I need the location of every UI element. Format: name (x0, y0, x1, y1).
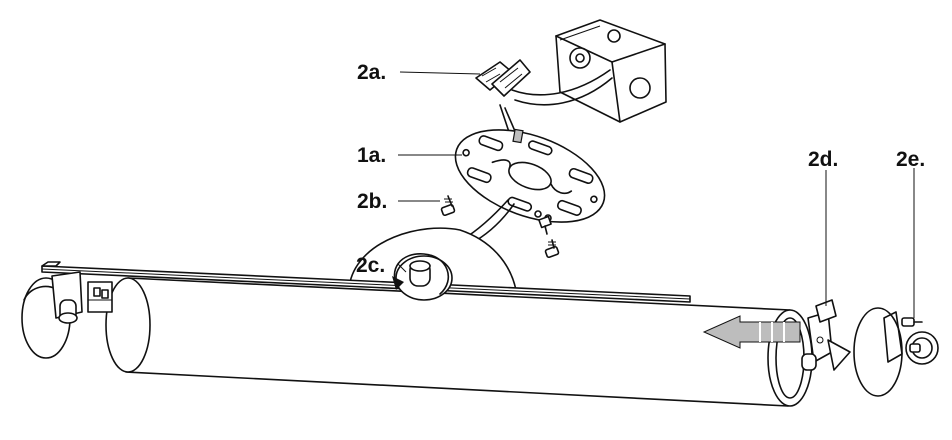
plate-screw-top (512, 128, 524, 144)
wire-connectors (475, 59, 531, 97)
label-2e: 2e. (896, 148, 925, 171)
label-2d: 2d. (808, 148, 838, 171)
end-cap-screw-bottom (909, 343, 921, 353)
label-1a: 1a. (357, 144, 386, 167)
rotate-arrow-icon (392, 253, 450, 295)
leader-2c (397, 263, 407, 273)
bracket-nut (395, 255, 453, 301)
mounting-rail (41, 261, 691, 303)
label-2c: 2c. (356, 254, 385, 277)
plate-screw-left (440, 195, 456, 217)
slide-direction-arrow-icon (702, 315, 801, 349)
left-bracket (51, 271, 113, 324)
mounting-plate (454, 129, 606, 223)
label-2b: 2b. (357, 190, 387, 213)
label-2a: 2a. (357, 61, 386, 84)
end-bracket (801, 299, 851, 371)
right-end-cap (853, 307, 939, 397)
plate-screw-lower (538, 215, 552, 235)
plate-screw-right (544, 239, 560, 259)
junction-box (555, 19, 667, 123)
light-tube (105, 277, 813, 407)
leader-2a (399, 71, 481, 75)
end-cap-screw-top (901, 317, 923, 327)
